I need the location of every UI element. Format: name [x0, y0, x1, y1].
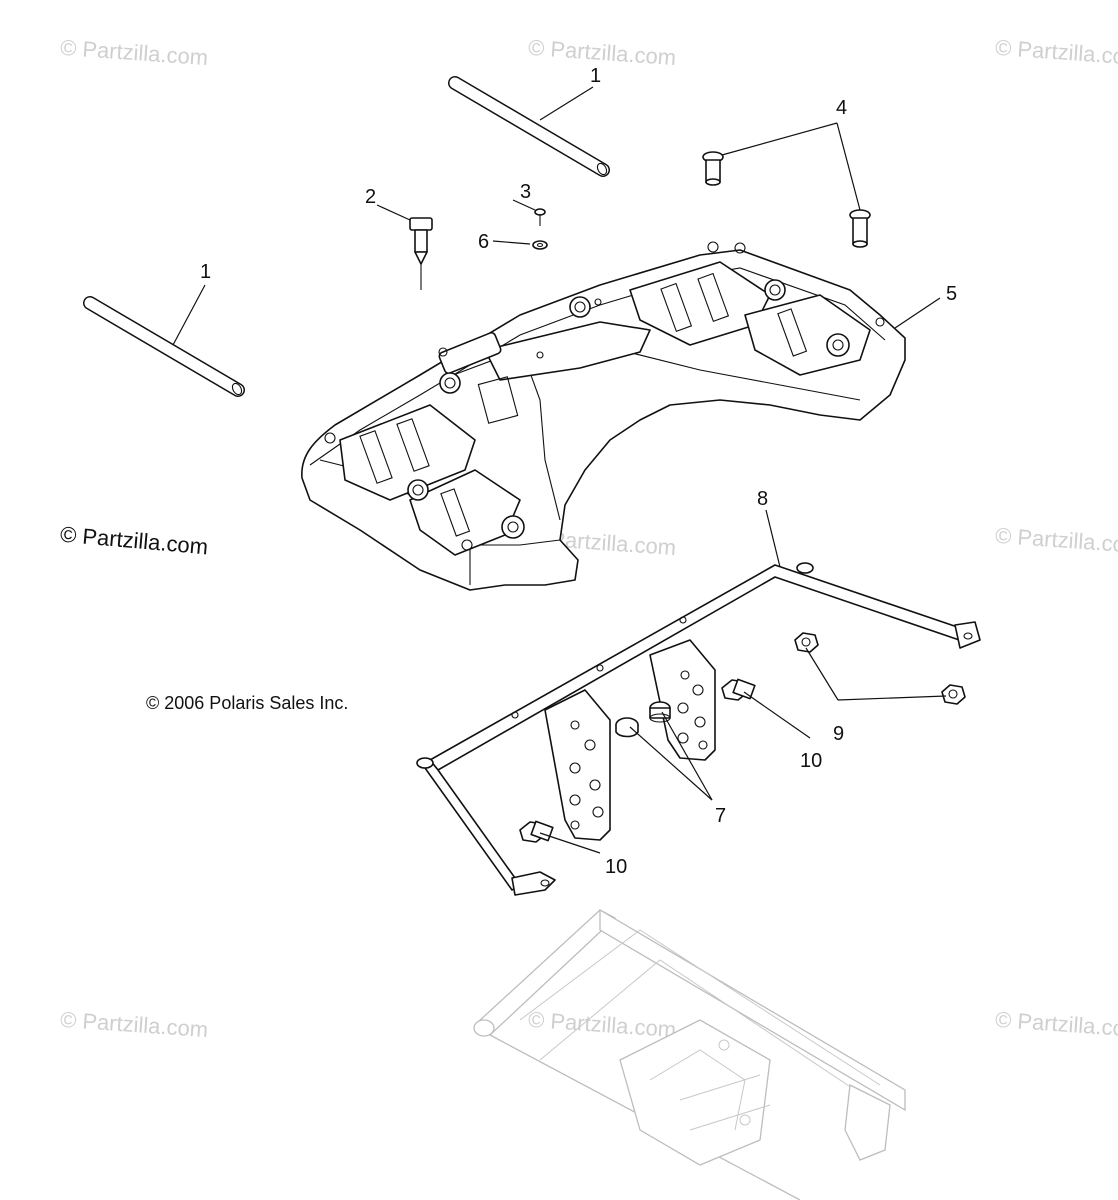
callout-7: 7: [715, 805, 726, 827]
callout-1-lower: 1: [200, 261, 211, 283]
nut-part-7-right: [649, 701, 671, 723]
rod-upper: [448, 76, 610, 177]
screw-part-3: [534, 208, 546, 226]
callout-2: 2: [365, 186, 376, 208]
rack-mount-holes: [324, 241, 885, 551]
callout-8: 8: [757, 488, 768, 510]
vehicle-frame-reference: [473, 908, 906, 1200]
nut-part-9-lower: [941, 684, 966, 705]
fastener-part-4-lower: [849, 209, 871, 248]
callout-9: 9: [833, 723, 844, 745]
callout-4: 4: [836, 97, 847, 119]
bracket-plate-left: [544, 689, 611, 841]
callout-10-upper: 10: [800, 750, 822, 772]
leader-lines: [172, 86, 947, 854]
copyright-notice: © 2006 Polaris Sales Inc.: [146, 693, 349, 713]
bolt-part-10-upper: [721, 678, 756, 701]
nut-part-7-left: [615, 717, 639, 738]
callout-3: 3: [520, 181, 531, 203]
rack-grate-left: [339, 404, 521, 556]
nut-part-9-upper: [794, 632, 819, 653]
callout-1-upper: 1: [590, 65, 601, 87]
bolt-part-2: [409, 217, 433, 290]
rod-lower: [83, 296, 245, 397]
bolt-part-10-lower: [519, 820, 554, 843]
callout-6: 6: [478, 231, 489, 253]
cargo-rack-part-5: [301, 241, 906, 591]
callout-5: 5: [946, 283, 957, 305]
support-bracket-part-8: [416, 562, 981, 896]
callout-10-lower: 10: [605, 856, 627, 878]
fastener-part-4-upper: [702, 151, 724, 186]
bracket-plate-right: [649, 639, 716, 761]
washer-part-6: [532, 240, 548, 250]
